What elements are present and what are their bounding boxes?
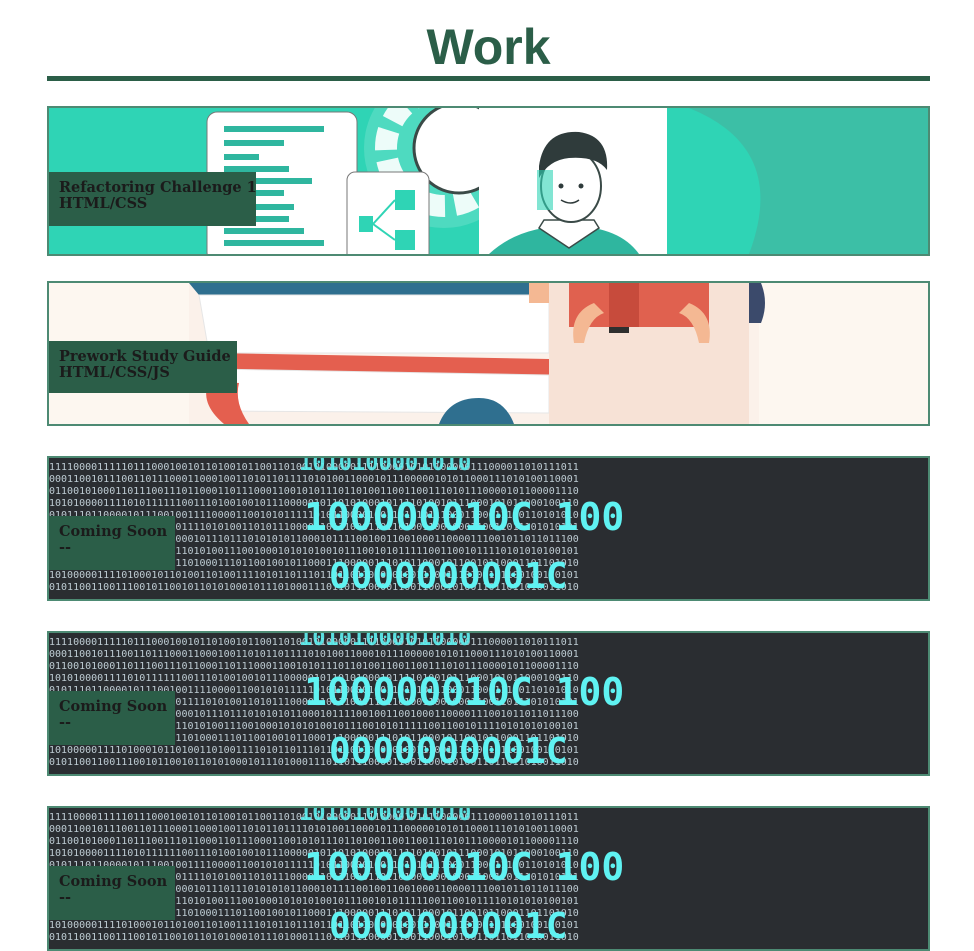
work-header: Work	[47, 18, 930, 76]
section-title: Work	[426, 19, 551, 75]
project-title: Prework Study Guide	[59, 348, 231, 365]
svg-text:000110010111001101110001100010: 0001100101110011011100011000100110101101…	[49, 474, 579, 485]
svg-text:111001011100001011010011110101: 1110010111000010110100111101010011010111…	[49, 872, 579, 883]
svg-text:101000001111010001011010011010: 1010000011110100010110100110100111101011…	[49, 570, 579, 581]
svg-text:011001010001101110011101100011: 0110010100011011100111011000110111000110…	[49, 661, 579, 672]
project-title: Coming Soon	[59, 873, 168, 890]
developer-illustration-image	[49, 108, 928, 254]
svg-text:111001011100001011010011110101: 1110010111000010110100111101010011010111…	[49, 522, 579, 533]
svg-text:111100001111101110001001011010: 1111000011111011100010010110100101100110…	[49, 637, 579, 648]
svg-text:100000010C 100: 100000010C 100	[304, 845, 624, 889]
project-card-refactoring[interactable]: Refactoring Challenge 1 HTML/CSS	[47, 106, 930, 256]
svg-text:011001010001101110011101100011: 0110010100011011100111011000110111000110…	[49, 486, 579, 497]
svg-text:000110010111001101110001100010: 0001100101110011011100011000100110101101…	[49, 824, 579, 835]
project-label: Coming Soon --	[49, 516, 175, 570]
svg-text:111001011100001011010011110101: 1110010111000010110100111101010011010111…	[49, 697, 579, 708]
svg-text:011000101110101101010110100011: 0110001011101011010101101000111011001001…	[49, 558, 579, 569]
project-label: Coming Soon --	[49, 691, 175, 745]
project-label: Coming Soon --	[49, 866, 175, 920]
svg-text:010111011000010111001001111000: 0101110110000101110010011110000110010101…	[49, 860, 579, 871]
svg-text:0000000001C: 0000000001C	[329, 906, 567, 947]
project-tech: --	[59, 889, 72, 906]
project-card-prework[interactable]: Prework Study Guide HTML/CSS/JS	[47, 281, 930, 426]
svg-text:101000001111010001011010011010: 1010000011110100010110100110100111101011…	[49, 745, 579, 756]
svg-text:101010000111101011111100111010: 1010100001111010111111001110100100101110…	[49, 848, 579, 859]
svg-text:001011100110100110110000101110: 0010111001101001101100001011101110101010…	[49, 534, 579, 545]
project-title: Refactoring Challenge 1	[59, 179, 257, 196]
project-card-coming-soon[interactable]: 1111000011111011100010010110100101100110…	[47, 456, 930, 601]
svg-text:000110010111001101110001100010: 0001100101110011011100011000100110101101…	[49, 649, 579, 660]
svg-text:110101000101011000110110101001: 1101010001010110001101101010011100100010…	[49, 721, 579, 732]
project-card-coming-soon[interactable]: 1111000011111011100010010110100101100110…	[47, 631, 930, 776]
svg-text:010110011001110010110010110101: 0101100110011100101100101101010001011101…	[49, 757, 579, 768]
svg-text:010111011000010111001001111000: 0101110110000101110010011110000110010101…	[49, 685, 579, 696]
svg-text:010111011000010111001001111000: 0101110110000101110010011110000110010101…	[49, 510, 579, 521]
svg-text:001011100110100110110000101110: 0010111001101001101100001011101110101010…	[49, 709, 579, 720]
project-title: Coming Soon	[59, 523, 168, 540]
svg-text:0000000001C: 0000000001C	[329, 731, 567, 772]
svg-text:111100001111101110001001011010: 1111000011111011100010010110100101100110…	[49, 462, 579, 473]
project-tech: --	[59, 714, 72, 731]
svg-text:011000101110101101010110100011: 0110001011101011010101101000111011001001…	[49, 733, 579, 744]
svg-text:010110011001110010110010110101: 0101100110011100101100101101010001011101…	[49, 582, 579, 593]
svg-text:101010000111101011111100111010: 1010100001111010111111001110100100101110…	[49, 673, 579, 684]
svg-text:1010100001010: 1010100001010	[299, 633, 471, 651]
project-tech: --	[59, 539, 72, 556]
svg-text:1010100001010: 1010100001010	[299, 808, 471, 826]
project-label: Prework Study Guide HTML/CSS/JS	[49, 341, 237, 393]
svg-text:101010000111101011111100111010: 1010100001111010111111001110100100101110…	[49, 498, 579, 509]
svg-text:110101000101011000110110101001: 1101010001010110001101101010011100100010…	[49, 896, 579, 907]
project-label: Refactoring Challenge 1 HTML/CSS	[49, 172, 257, 226]
svg-text:111100001111101110001001011010: 1111000011111011100010010110100101100110…	[49, 812, 579, 823]
svg-text:1010100001010: 1010100001010	[299, 458, 471, 476]
svg-text:001011100110100110110000101110: 0010111001101001101100001011101110101010…	[49, 884, 579, 895]
binary-code-image: 1111000011111011100010010110100101100110…	[49, 458, 928, 599]
binary-code-image: 1111000011111011100010010110100101100110…	[49, 808, 928, 949]
project-card-coming-soon[interactable]: 1111000011111011100010010110100101100110…	[47, 806, 930, 951]
svg-text:011001010001101110011101100011: 0110010100011011100111011000110111000110…	[49, 836, 579, 847]
title-underline	[47, 76, 930, 81]
project-title: Coming Soon	[59, 698, 168, 715]
project-tech: HTML/CSS/JS	[59, 364, 170, 381]
project-tech: HTML/CSS	[59, 195, 148, 212]
svg-text:0000000001C: 0000000001C	[329, 556, 567, 597]
svg-text:100000010C 100: 100000010C 100	[304, 495, 624, 539]
svg-text:110101000101011000110110101001: 1101010001010110001101101010011100100010…	[49, 546, 579, 557]
binary-code-image: 1111000011111011100010010110100101100110…	[49, 633, 928, 774]
svg-text:100000010C 100: 100000010C 100	[304, 670, 624, 714]
